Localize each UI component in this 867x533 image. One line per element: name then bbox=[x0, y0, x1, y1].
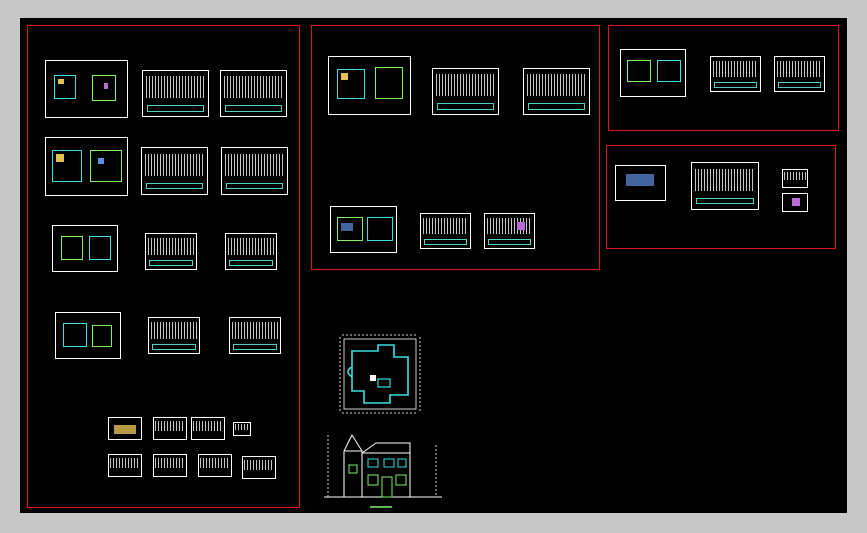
drawing-sheet[interactable] bbox=[710, 56, 761, 92]
drawing-sheet[interactable] bbox=[153, 454, 187, 477]
drawing-sheet[interactable] bbox=[229, 317, 281, 354]
drawing-sheet[interactable] bbox=[782, 193, 808, 212]
drawing-sheet[interactable] bbox=[782, 169, 808, 188]
sheet-group-frame-top-right bbox=[608, 25, 839, 131]
sheet-group-frame-left bbox=[27, 25, 300, 508]
drawing-sheet[interactable] bbox=[148, 317, 200, 354]
drawing-sheet[interactable] bbox=[45, 137, 128, 196]
drawing-sheet[interactable] bbox=[55, 312, 121, 359]
drawing-sheet[interactable] bbox=[225, 233, 277, 270]
drawing-sheet[interactable] bbox=[142, 70, 209, 117]
drawing-sheet[interactable] bbox=[242, 456, 276, 479]
building-elevation-drawing[interactable] bbox=[322, 431, 444, 511]
drawing-sheet[interactable] bbox=[330, 206, 397, 253]
drawing-sheet[interactable] bbox=[141, 147, 208, 195]
floor-plan-drawing[interactable] bbox=[338, 333, 422, 415]
drawing-sheet[interactable] bbox=[523, 68, 590, 115]
drawing-sheet[interactable] bbox=[432, 68, 499, 115]
drawing-sheet[interactable] bbox=[52, 225, 118, 272]
drawing-sheet[interactable] bbox=[233, 422, 251, 436]
drawing-sheet[interactable] bbox=[153, 417, 187, 440]
drawing-sheet[interactable] bbox=[691, 162, 759, 210]
drawing-sheet[interactable] bbox=[420, 213, 471, 249]
sheet-group-frame-center bbox=[311, 25, 600, 270]
drawing-sheet[interactable] bbox=[484, 213, 535, 249]
drawing-sheet[interactable] bbox=[45, 60, 128, 118]
drawing-sheet[interactable] bbox=[108, 417, 142, 440]
drawing-sheet[interactable] bbox=[328, 56, 411, 115]
drawing-sheet[interactable] bbox=[191, 417, 225, 440]
drawing-sheet[interactable] bbox=[615, 165, 666, 201]
drawing-sheet[interactable] bbox=[220, 70, 287, 117]
drawing-sheet[interactable] bbox=[774, 56, 825, 92]
drawing-sheet[interactable] bbox=[620, 49, 686, 97]
drawing-sheet[interactable] bbox=[198, 454, 232, 477]
sheet-group-frame-mid-right bbox=[606, 145, 836, 249]
drawing-sheet[interactable] bbox=[145, 233, 197, 270]
drawing-sheet[interactable] bbox=[108, 454, 142, 477]
cad-drawing-canvas[interactable] bbox=[20, 18, 847, 513]
drawing-sheet[interactable] bbox=[221, 147, 288, 195]
